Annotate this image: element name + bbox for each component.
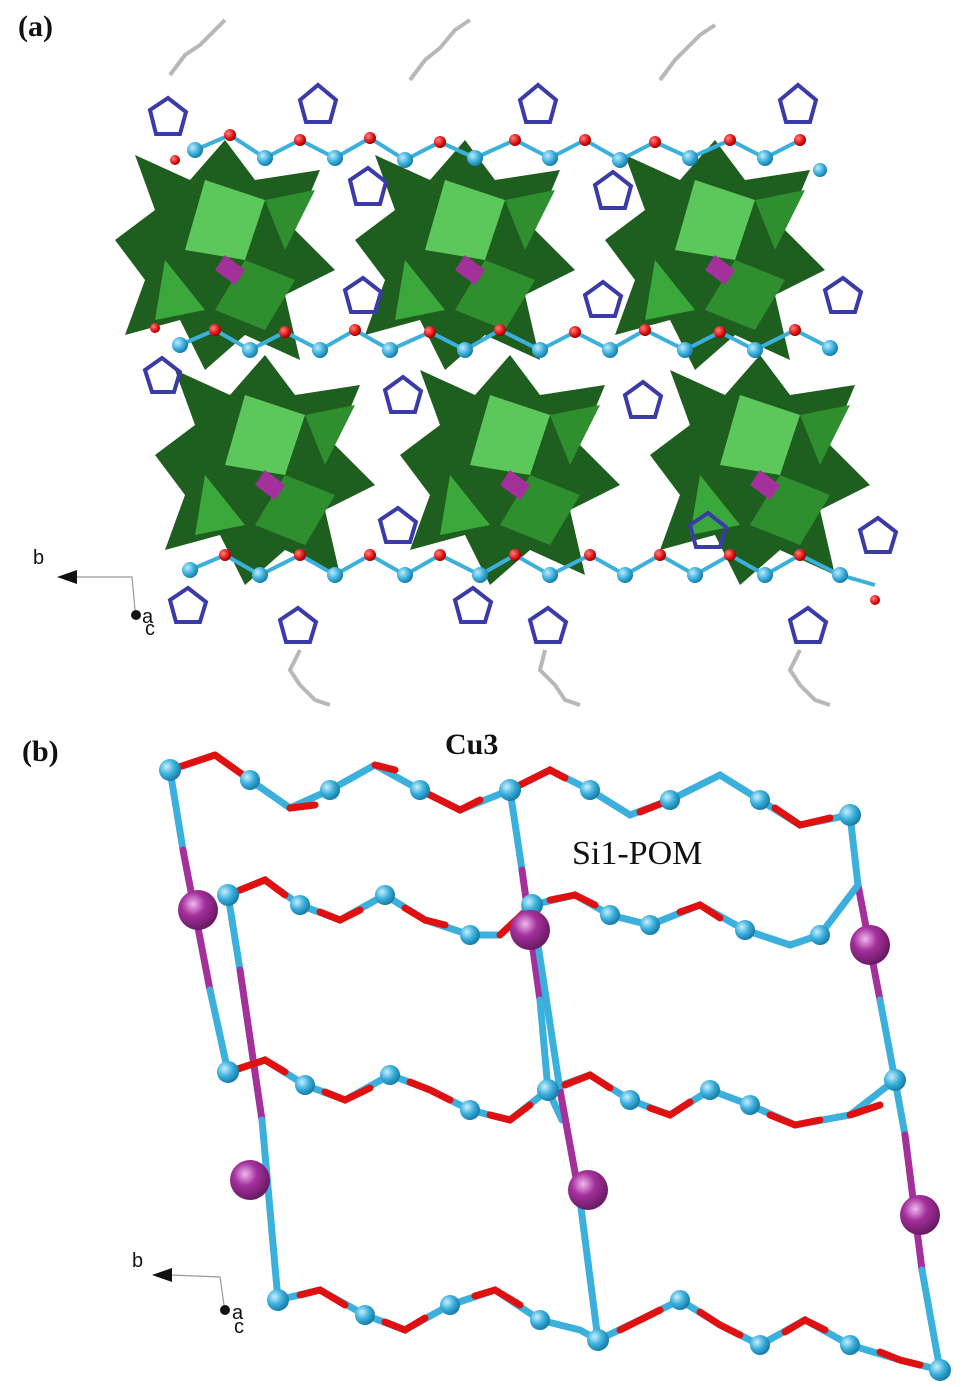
cu3-annotation: Cu3	[445, 728, 499, 761]
si1-pom-annotation: Si1-POM	[572, 835, 703, 872]
panel-a-axis-c: c	[145, 618, 155, 640]
panel-a-axis-b: b	[33, 547, 45, 569]
cu-atoms	[172, 142, 848, 583]
pom-clusters	[115, 140, 870, 585]
cu-nodes	[159, 759, 951, 1381]
panel-b-label: (b)	[22, 735, 59, 768]
panel-a-axis-a: a	[142, 606, 154, 628]
panel-b-axis-b: b	[132, 1250, 144, 1272]
panel-a-crystal-structure	[57, 18, 899, 707]
panel-b-axis-a: a	[232, 1302, 244, 1324]
alkyl-chains	[168, 18, 831, 707]
oxygen-atoms	[150, 129, 880, 605]
panel-b-axis-c: c	[234, 1316, 244, 1338]
panel-a-axis-indicator	[57, 570, 141, 620]
triazole-rings	[142, 82, 899, 644]
panel-a-label: (a)	[18, 10, 53, 43]
panel-b-axis-indicator	[152, 1268, 230, 1315]
si-pom-nodes	[178, 890, 940, 1235]
